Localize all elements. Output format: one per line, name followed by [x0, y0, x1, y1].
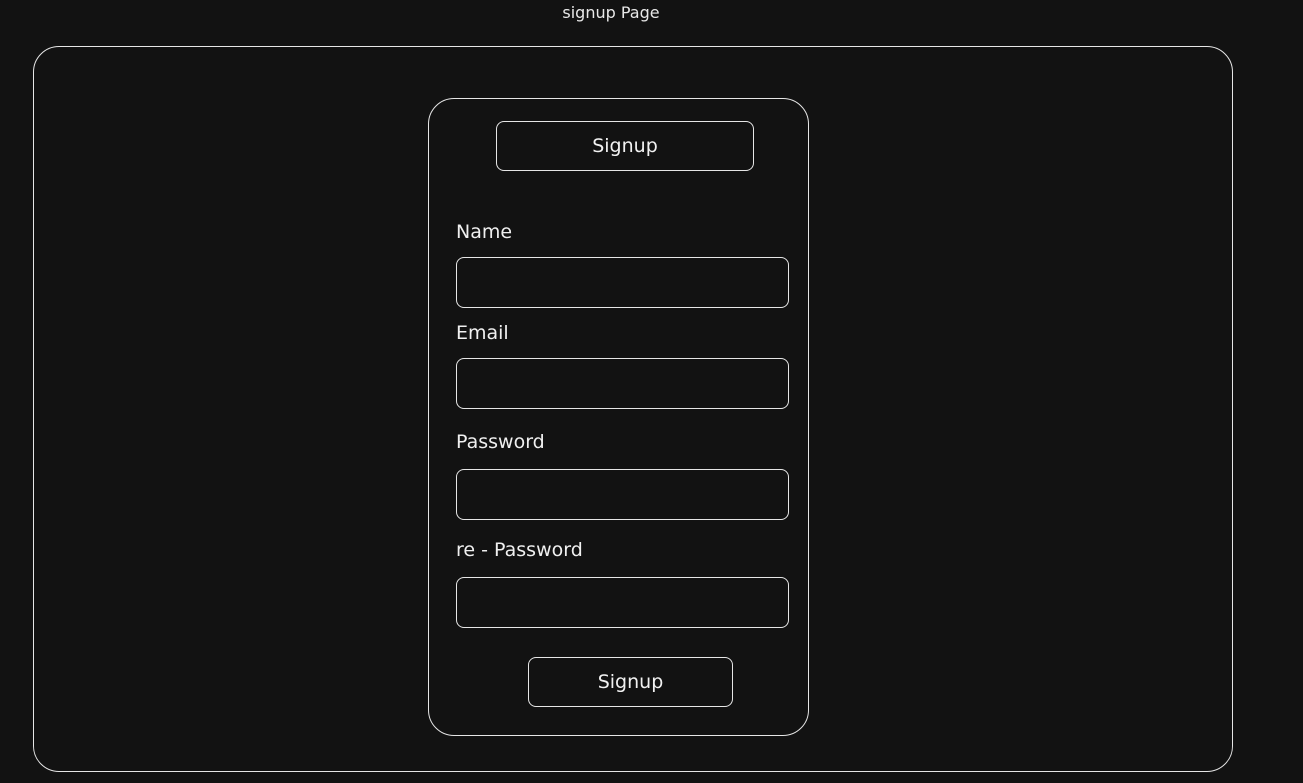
password-input[interactable] — [456, 469, 789, 520]
name-input[interactable] — [456, 257, 789, 308]
signup-header-button[interactable]: Signup — [496, 121, 754, 171]
signup-submit-button[interactable]: Signup — [528, 657, 733, 707]
password-label: Password — [456, 431, 545, 453]
email-input[interactable] — [456, 358, 789, 409]
re-password-input[interactable] — [456, 577, 789, 628]
page-title: signup Page — [562, 3, 660, 22]
signup-form-card: Signup Name Email Password re - Password… — [428, 98, 809, 736]
re-password-label: re - Password — [456, 539, 583, 561]
email-label: Email — [456, 322, 509, 344]
browser-frame — [33, 46, 1233, 772]
name-label: Name — [456, 221, 513, 243]
